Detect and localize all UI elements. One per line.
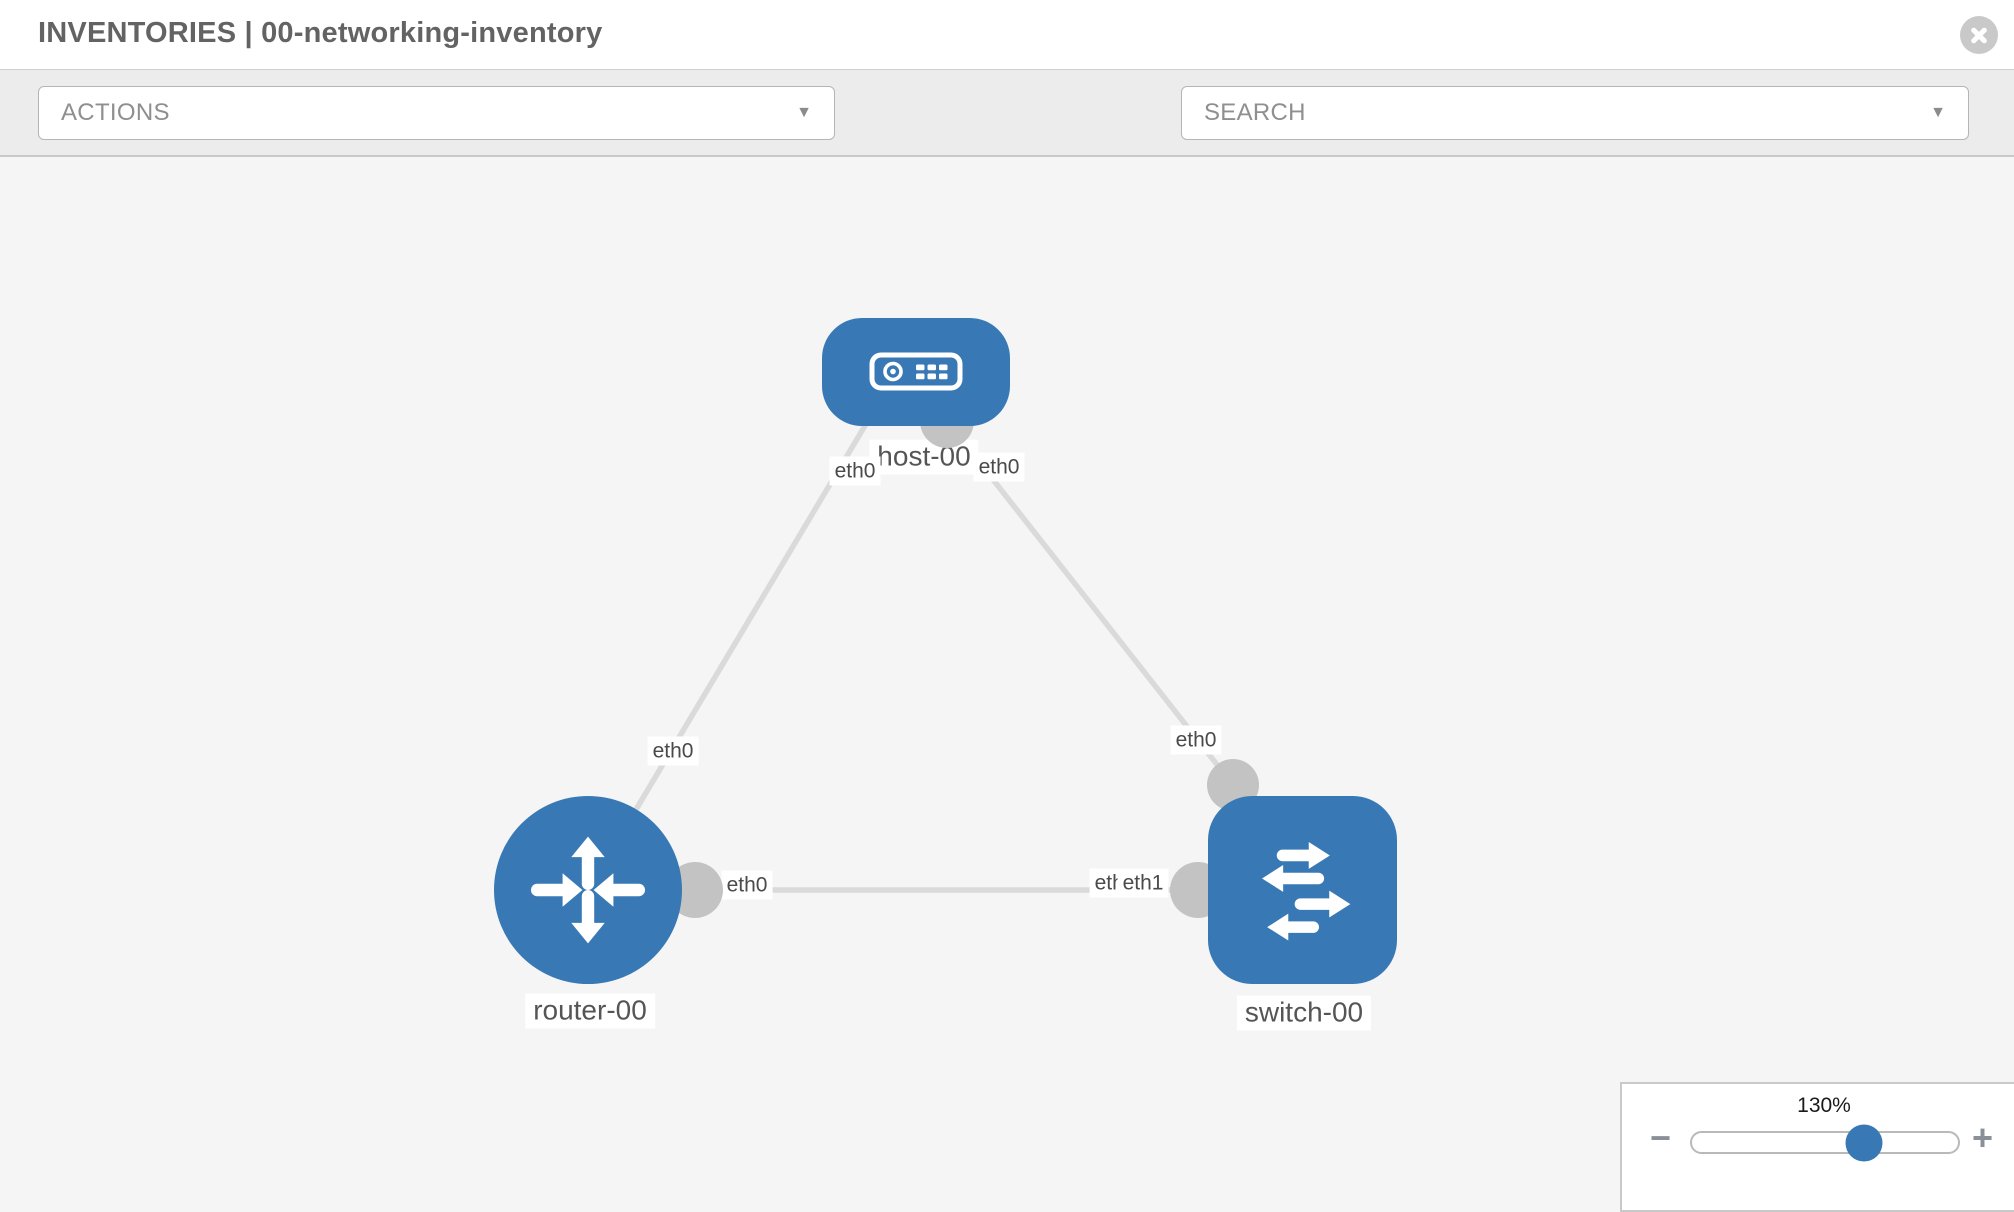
topology-edges [585,419,1302,893]
node-switch-00[interactable] [1208,796,1397,984]
interface-label-eth0-switch-link: eth0 [1170,725,1222,755]
zoom-panel: 130% − + [1620,1082,2014,1212]
zoom-level-value: 130% [1797,1094,1851,1117]
node-router-00[interactable] [494,796,682,984]
header: INVENTORIES | 00-networking-inventory [0,0,2014,70]
interface-label-eth0-host-left: eth0 [829,456,881,486]
node-label-router: router-00 [525,993,655,1029]
search-dropdown[interactable]: SEARCH ▼ [1181,86,1969,140]
chevron-down-icon: ▼ [1930,104,1946,121]
node-label-host: host-00 [869,439,979,475]
chevron-down-icon: ▼ [796,104,812,121]
close-button[interactable] [1960,16,1998,54]
zoom-slider-thumb[interactable] [1845,1124,1883,1161]
topology-canvas[interactable]: host-00 eth0 eth0 eth0 eth0 eth0 eth0 et… [0,157,2014,1212]
page-title: INVENTORIES | 00-networking-inventory [38,17,603,49]
toolbar: ACTIONS ▼ SEARCH ▼ [0,70,2014,201]
host-icon [869,352,963,391]
interface-label-eth0-router-link: eth0 [647,736,699,766]
link-line-host-switch[interactable] [944,419,1236,787]
zoom-in-button[interactable]: + [1972,1117,1994,1158]
search-dropdown-label: SEARCH [1204,99,1306,126]
interface-label-eth0-host-right: eth0 [973,452,1025,482]
actions-dropdown-label: ACTIONS [61,99,170,126]
node-host-00[interactable] [822,318,1010,426]
interface-label-eth1-switch-side: eth1 [1117,868,1169,898]
node-label-switch: switch-00 [1236,995,1372,1031]
zoom-slider[interactable] [1690,1124,1960,1161]
router-icon [530,836,646,944]
actions-dropdown[interactable]: ACTIONS ▼ [38,86,835,140]
switch-icon [1261,842,1350,941]
zoom-out-button[interactable]: − [1650,1117,1672,1158]
interface-label-eth0-router-side: eth0 [721,870,773,900]
